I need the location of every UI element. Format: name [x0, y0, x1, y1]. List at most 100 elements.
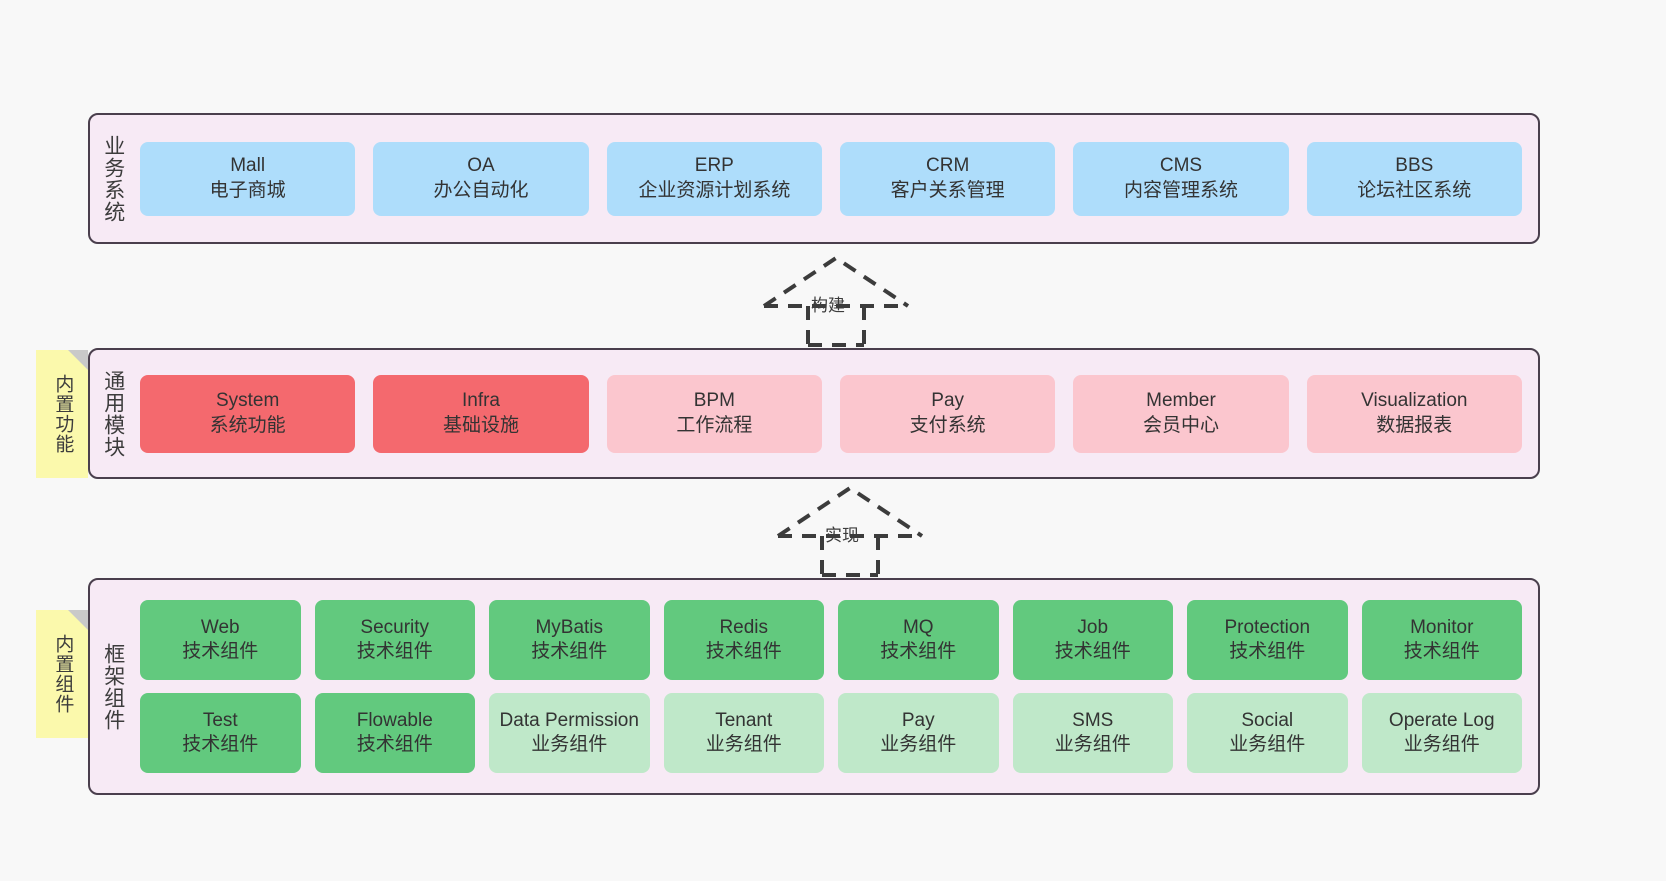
- card-flowable-desc: 技术组件: [356, 734, 433, 755]
- business-systems-row: Mall 电子商城 OA 办公自动化 ERP 企业资源计划系统 CRM 客户关系…: [140, 141, 1522, 216]
- card-mall[interactable]: Mall 电子商城: [140, 141, 356, 216]
- business-systems-card-grid: Mall 电子商城 OA 办公自动化 ERP 企业资源计划系统 CRM 客户关系…: [136, 115, 1538, 242]
- card-monitor[interactable]: Monitor 技术组件: [1361, 600, 1522, 680]
- card-pay-component[interactable]: Pay 业务组件: [838, 693, 999, 773]
- card-redis-desc: 技术组件: [705, 641, 782, 662]
- card-system-desc: 系统功能: [209, 414, 286, 436]
- card-pay-component-name: Pay: [901, 709, 935, 731]
- card-social[interactable]: Social 业务组件: [1187, 693, 1348, 773]
- card-cms[interactable]: CMS 内容管理系统: [1073, 141, 1289, 216]
- common-modules-card-grid: System 系统功能 Infra 基础设施 BPM 工作流程 Pay 支付系统…: [136, 350, 1538, 477]
- card-operate-log-desc: 业务组件: [1403, 734, 1480, 755]
- card-erp-name: ERP: [694, 155, 734, 177]
- card-job-name: Job: [1077, 616, 1109, 638]
- card-test-name: Test: [202, 709, 238, 731]
- card-security-name: Security: [360, 616, 430, 638]
- card-mq-desc: 技术组件: [880, 641, 957, 662]
- card-sms[interactable]: SMS 业务组件: [1012, 693, 1173, 773]
- card-bpm-name: BPM: [693, 390, 735, 412]
- card-mall-name: Mall: [230, 155, 266, 177]
- card-data-permission-desc: 业务组件: [531, 734, 608, 755]
- sticky-note-builtin-function-label: 内置功能: [52, 374, 74, 454]
- sticky-fold-corner-icon: [68, 610, 88, 630]
- card-mq-name: MQ: [902, 616, 934, 638]
- card-member-name: Member: [1146, 390, 1216, 412]
- card-infra-desc: 基础设施: [442, 414, 519, 436]
- card-operate-log-name: Operate Log: [1388, 709, 1495, 731]
- card-protection[interactable]: Protection 技术组件: [1187, 600, 1348, 680]
- card-member-desc: 会员中心: [1142, 414, 1219, 436]
- card-redis-name: Redis: [719, 616, 769, 638]
- sticky-note-builtin-function: 内置功能: [36, 350, 88, 478]
- layer-business-systems: 业务系统 Mall 电子商城 OA 办公自动化 ERP 企业资源计划系统 CRM…: [88, 113, 1540, 244]
- card-data-permission-name: Data Permission: [499, 709, 639, 731]
- card-oa-name: OA: [467, 155, 495, 177]
- common-modules-row: System 系统功能 Infra 基础设施 BPM 工作流程 Pay 支付系统…: [140, 374, 1522, 453]
- card-protection-desc: 技术组件: [1229, 641, 1306, 662]
- card-protection-name: Protection: [1224, 616, 1311, 638]
- card-infra[interactable]: Infra 基础设施: [373, 374, 589, 453]
- sticky-fold-corner-icon: [68, 350, 88, 370]
- card-data-permission[interactable]: Data Permission 业务组件: [489, 693, 650, 773]
- card-flowable-name: Flowable: [356, 709, 433, 731]
- card-pay-module-desc: 支付系统: [909, 414, 986, 436]
- connector-implement-label: 实现: [825, 526, 859, 545]
- layer-title-framework-components: 框架组件: [101, 642, 125, 731]
- card-monitor-name: Monitor: [1410, 616, 1474, 638]
- card-erp-desc: 企业资源计划系统: [638, 179, 791, 201]
- sticky-note-builtin-component-label: 内置组件: [52, 634, 74, 714]
- card-security[interactable]: Security 技术组件: [314, 600, 475, 680]
- card-web-name: Web: [200, 616, 240, 638]
- card-pay-component-desc: 业务组件: [880, 734, 957, 755]
- layer-title-business-systems: 业务系统: [101, 134, 125, 223]
- framework-components-card-grid: Web 技术组件 Security 技术组件 MyBatis 技术组件 Redi…: [136, 580, 1538, 793]
- card-cms-name: CMS: [1159, 155, 1203, 177]
- card-web-desc: 技术组件: [182, 641, 259, 662]
- card-social-desc: 业务组件: [1229, 734, 1306, 755]
- card-member[interactable]: Member 会员中心: [1073, 374, 1289, 453]
- framework-components-row-tech: Web 技术组件 Security 技术组件 MyBatis 技术组件 Redi…: [140, 600, 1522, 680]
- card-system-name: System: [215, 390, 280, 412]
- card-monitor-desc: 技术组件: [1403, 641, 1480, 662]
- card-visualization-desc: 数据报表: [1376, 414, 1453, 436]
- card-crm-desc: 客户关系管理: [890, 179, 1005, 201]
- card-operate-log[interactable]: Operate Log 业务组件: [1361, 693, 1522, 773]
- card-visualization-name: Visualization: [1361, 390, 1468, 412]
- card-job-desc: 技术组件: [1054, 641, 1131, 662]
- framework-components-row-business: Test 技术组件 Flowable 技术组件 Data Permission …: [140, 693, 1522, 773]
- card-pay-module[interactable]: Pay 支付系统: [839, 374, 1056, 453]
- card-bbs[interactable]: BBS 论坛社区系统: [1306, 141, 1522, 216]
- card-mybatis[interactable]: MyBatis 技术组件: [489, 600, 650, 680]
- card-web[interactable]: Web 技术组件: [140, 600, 301, 680]
- card-bbs-name: BBS: [1395, 155, 1434, 177]
- card-system[interactable]: System 系统功能: [140, 374, 356, 453]
- card-bpm[interactable]: BPM 工作流程: [606, 374, 822, 453]
- card-cms-desc: 内容管理系统: [1123, 179, 1238, 201]
- card-sms-desc: 业务组件: [1054, 734, 1131, 755]
- card-test[interactable]: Test 技术组件: [140, 693, 301, 773]
- card-erp[interactable]: ERP 企业资源计划系统: [606, 141, 822, 216]
- card-mybatis-name: MyBatis: [535, 616, 604, 638]
- card-tenant[interactable]: Tenant 业务组件: [663, 693, 824, 773]
- card-visualization[interactable]: Visualization 数据报表: [1306, 374, 1522, 453]
- card-oa-desc: 办公自动化: [433, 179, 529, 201]
- card-sms-name: SMS: [1072, 709, 1114, 731]
- card-oa[interactable]: OA 办公自动化: [373, 141, 589, 216]
- connector-build-label: 构建: [811, 296, 845, 315]
- layer-title-common-modules: 通用模块: [101, 369, 125, 458]
- card-tenant-name: Tenant: [715, 709, 773, 731]
- card-redis[interactable]: Redis 技术组件: [663, 600, 824, 680]
- card-social-name: Social: [1241, 709, 1294, 731]
- sticky-note-builtin-component: 内置组件: [36, 610, 88, 738]
- card-flowable[interactable]: Flowable 技术组件: [314, 693, 475, 773]
- card-bbs-desc: 论坛社区系统: [1357, 179, 1472, 201]
- card-tenant-desc: 业务组件: [705, 734, 782, 755]
- card-pay-module-name: Pay: [931, 390, 965, 412]
- card-crm-name: CRM: [926, 155, 970, 177]
- card-crm[interactable]: CRM 客户关系管理: [839, 141, 1056, 216]
- card-mq[interactable]: MQ 技术组件: [838, 600, 999, 680]
- card-job[interactable]: Job 技术组件: [1012, 600, 1173, 680]
- card-mall-desc: 电子商城: [209, 179, 286, 201]
- card-bpm-desc: 工作流程: [676, 414, 753, 436]
- card-test-desc: 技术组件: [182, 734, 259, 755]
